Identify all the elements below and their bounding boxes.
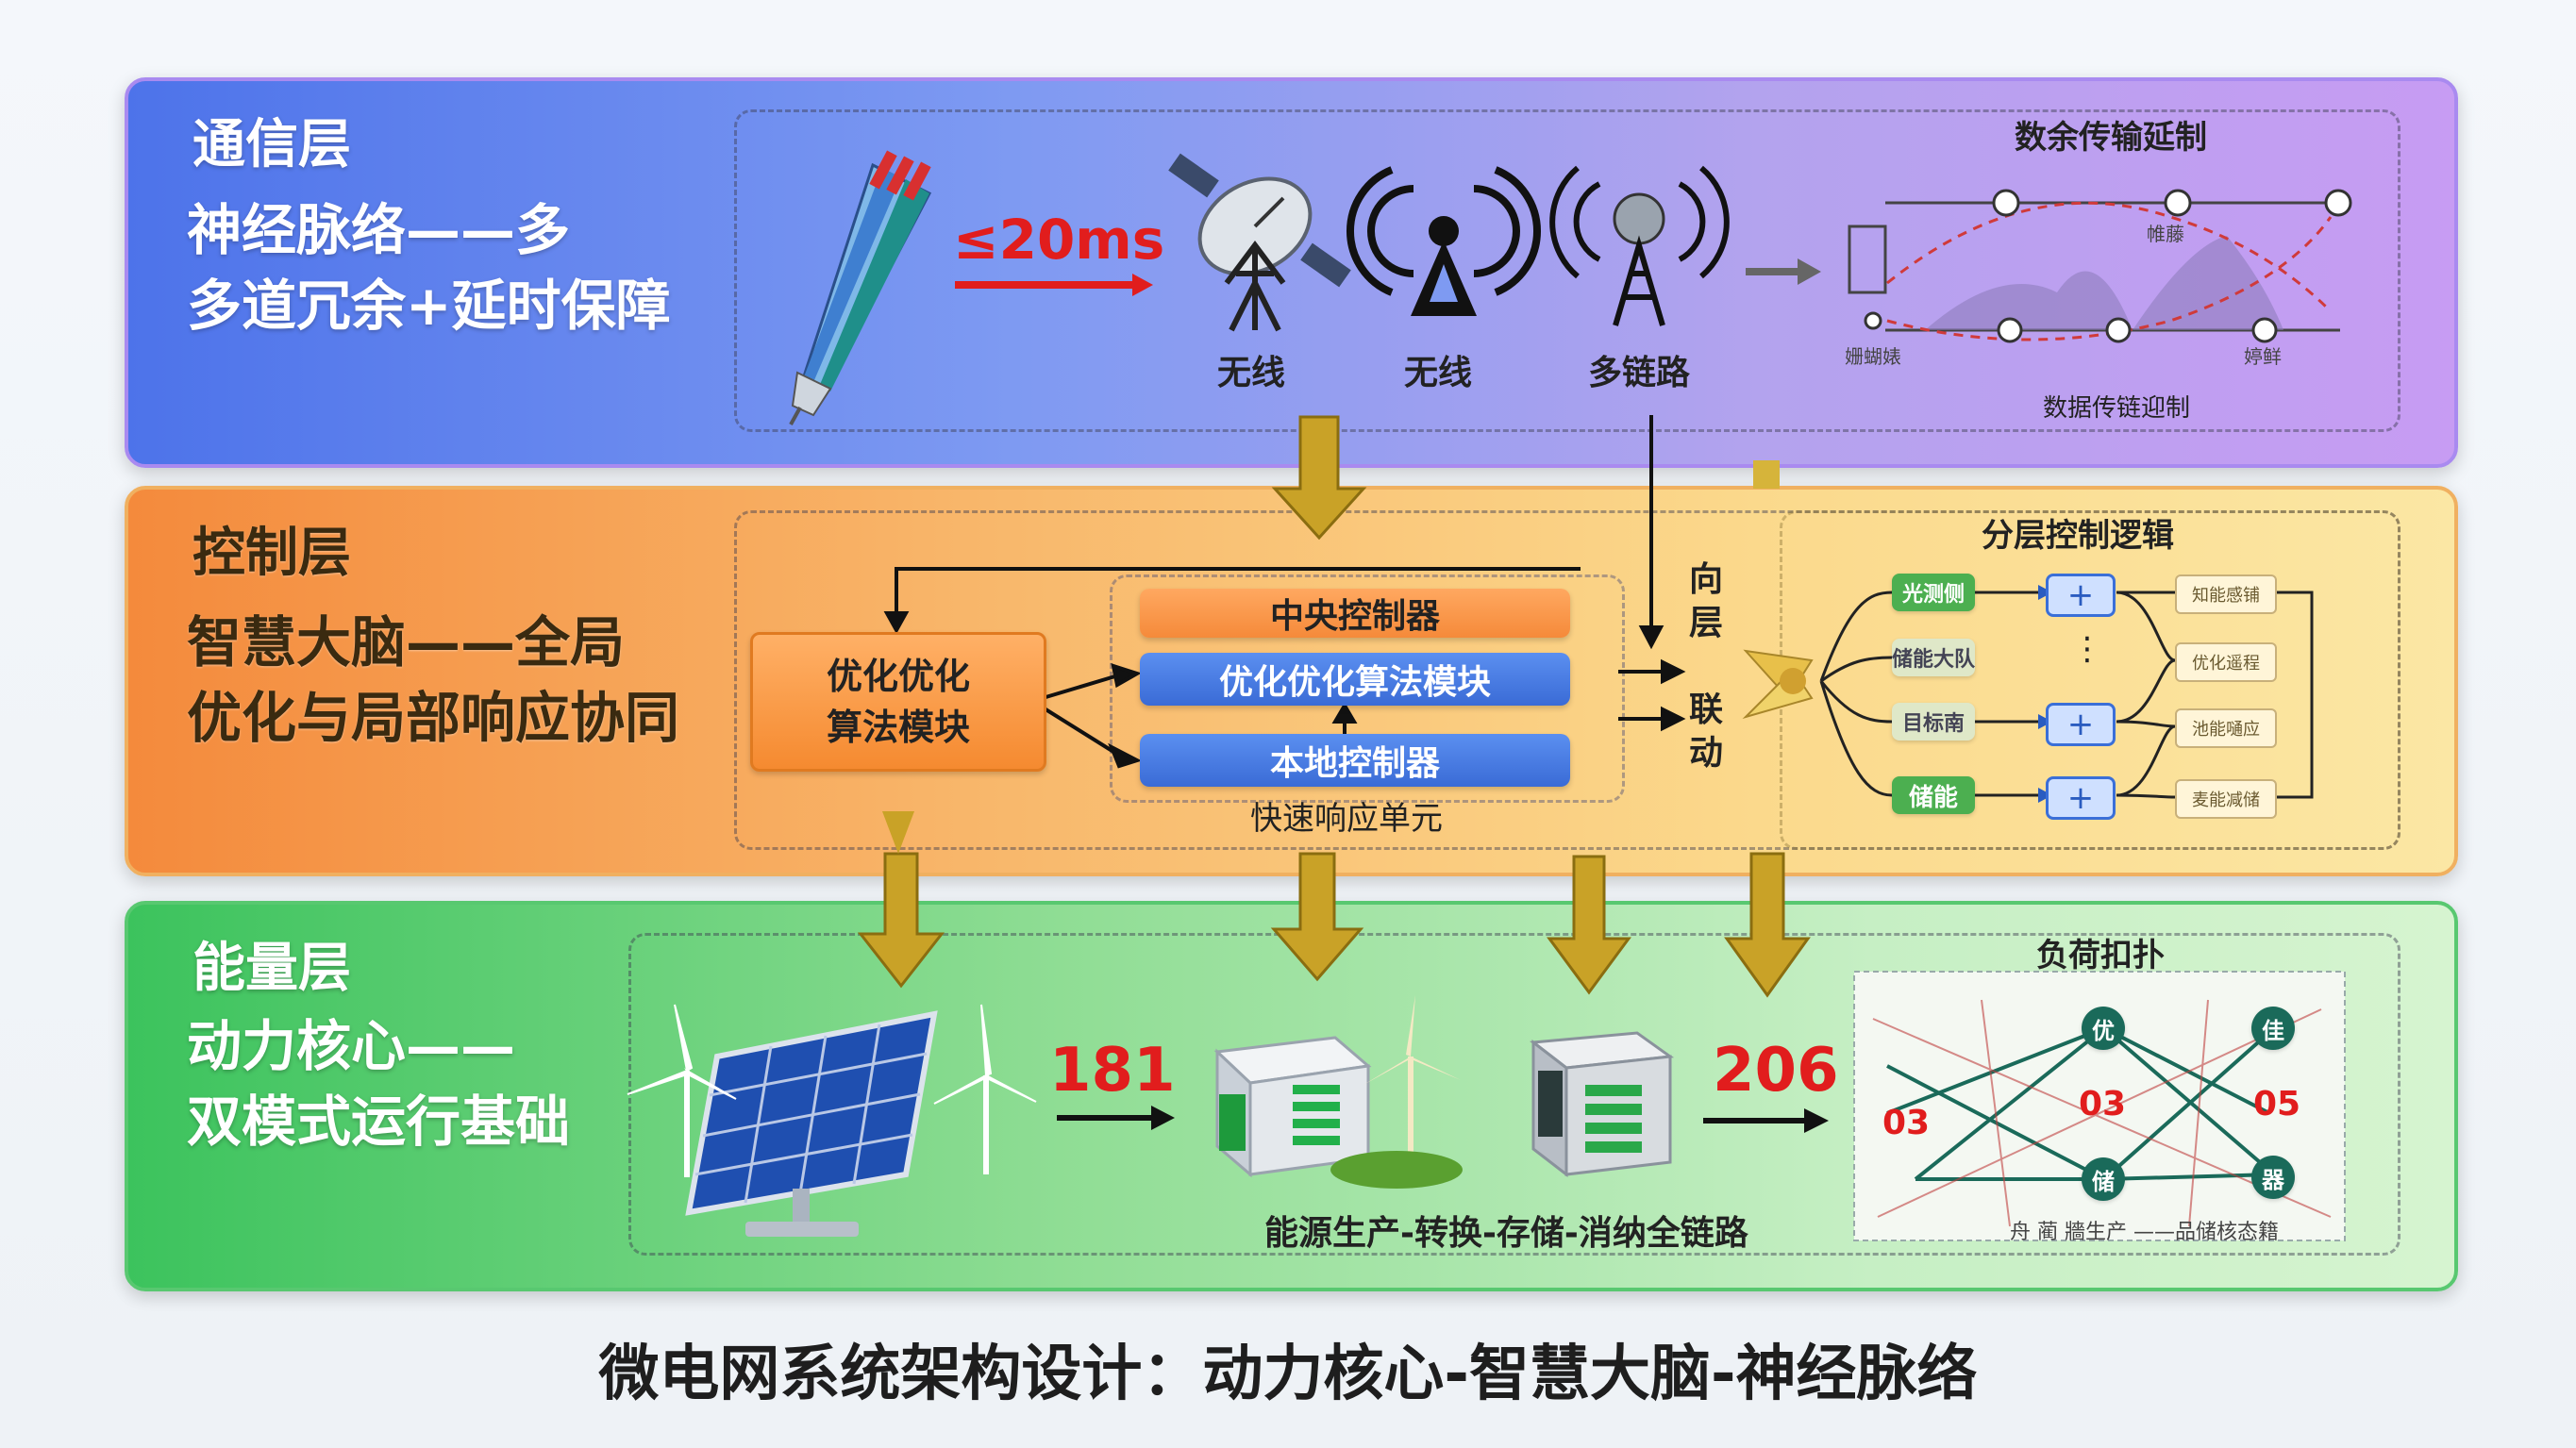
transmission-chart-caption: 数据传链迎制: [2043, 394, 2191, 423]
local-controller-box: 本地控制器: [1140, 734, 1570, 787]
logic-output-4: 麦能减储: [2175, 779, 2277, 819]
energy-desc-line2: 双模式运行基础: [187, 1090, 571, 1154]
logic-title: 分层控制逻辑: [1982, 517, 2174, 555]
logic-output-1: 知能感铺: [2175, 574, 2277, 614]
wireless-label-1: 无线: [1217, 354, 1286, 392]
vertical-char: 动: [1689, 734, 1724, 773]
chart-node-label: 帷藤: [2147, 223, 2184, 245]
optimization-algorithm-box: 优化优化 算法模块: [750, 632, 1046, 772]
plus-node-icon: +: [2046, 703, 2116, 746]
energy-layer-title: 能量层: [192, 938, 351, 999]
topology-node: 佳: [2251, 1007, 2295, 1050]
plus-node-icon: +: [2046, 574, 2116, 617]
opt-algo-module-box: 优化优化算法模块: [1140, 653, 1570, 706]
fast-response-unit-label: 快速响应单元: [1250, 800, 1443, 838]
logic-output-2: 优化遥程: [2175, 642, 2277, 682]
logic-input-3: 目标南: [1892, 703, 1975, 741]
topology-caption: 舟 蔺 牆生产 ——品储核态籍: [2010, 1221, 2279, 1244]
comm-layer-title: 通信层: [192, 114, 351, 175]
chart-node-label: 姗蝴婊: [1845, 345, 1901, 368]
transmission-chart-title: 数余传输延制: [2015, 119, 2207, 157]
ctrl-desc-line2: 优化与局部响应协同: [187, 686, 680, 750]
topology-node: 储: [2082, 1157, 2125, 1201]
topology-title: 负荷扣扑: [2036, 937, 2165, 974]
logic-input-2: 储能大队: [1892, 639, 1975, 676]
logic-ellipsis: ⋮: [2071, 630, 2103, 668]
ctrl-layer-title: 控制层: [192, 523, 351, 584]
comm-dashed-frame: [734, 109, 2400, 432]
topology-node: 器: [2251, 1156, 2295, 1199]
plus-node-icon: +: [2046, 776, 2116, 820]
energy-desc-line1: 动力核心——: [187, 1014, 516, 1078]
comm-desc-line2: 多道冗余+延时保障: [187, 274, 671, 338]
topology-num-3: 05: [2253, 1085, 2301, 1123]
ctrl-desc-line1: 智慧大脑——全局: [187, 610, 626, 674]
topology-node: 优: [2082, 1007, 2125, 1050]
central-controller-box: 中央控制器: [1140, 589, 1570, 638]
diagram-footer-title: 微电网系统架构设计：动力核心-智慧大脑-神经脉络: [598, 1340, 1978, 1409]
vertical-char: 联: [1689, 691, 1724, 729]
latency-value: ≤20ms: [953, 208, 1165, 272]
algo-box-line2: 算法模块: [826, 707, 970, 748]
comm-desc-line1: 神经脉络——多: [187, 198, 571, 262]
logic-output-3: 池能嗵应: [2175, 708, 2277, 748]
wireless-label-2: 无线: [1404, 354, 1473, 392]
chart-node-label: 婷鲜: [2244, 345, 2282, 368]
topology-num-2: 03: [2079, 1085, 2127, 1123]
vertical-linkage-label: 向 层 · 联 动: [1689, 558, 1732, 775]
topology-num-1: 03: [1882, 1104, 1931, 1142]
multi-link-label: 多链路: [1588, 354, 1691, 392]
ctrl-dashed-frame: [734, 510, 2400, 850]
energy-chain-label: 能源生产-转换-存储-消纳全链路: [1264, 1214, 1748, 1253]
energy-value-1: 181: [1049, 1036, 1176, 1106]
vertical-char: 层: [1689, 604, 1724, 642]
vertical-char: 向: [1689, 560, 1724, 599]
energy-value-2: 206: [1713, 1036, 1839, 1106]
logic-input-1: 光测侧: [1892, 574, 1975, 611]
logic-input-4: 储能: [1892, 776, 1975, 814]
algo-box-line1: 优化优化: [826, 656, 970, 697]
